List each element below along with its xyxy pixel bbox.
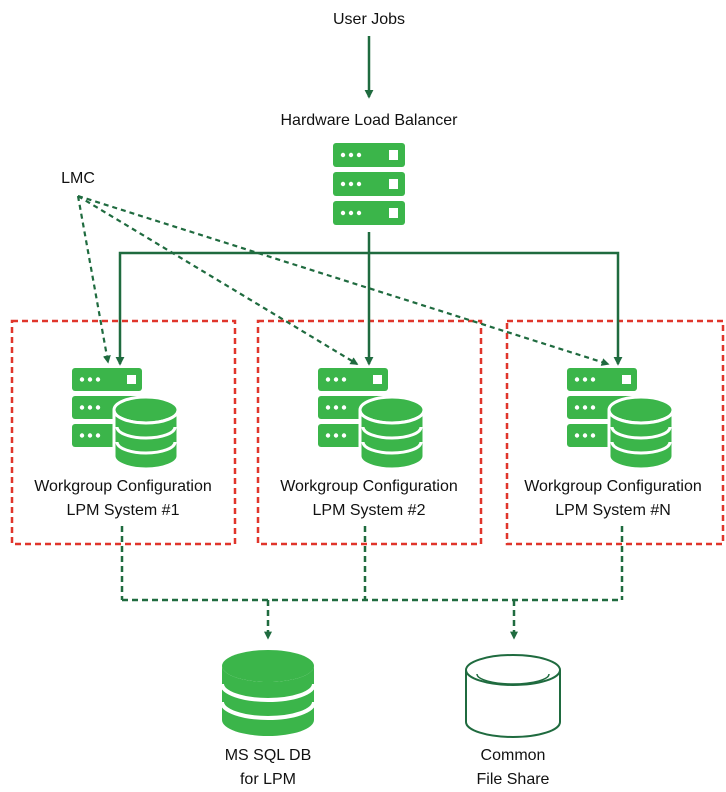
- system-box-1: [10, 319, 237, 546]
- file-share-line-1: Common: [480, 747, 546, 764]
- sql-db-line-2: for LPM: [239, 771, 296, 788]
- system-2-server-database-icon: [318, 368, 426, 471]
- system-n-name-line: LPM System #N: [555, 502, 671, 519]
- file-share-line-2: File Share: [476, 771, 550, 788]
- sql-db-line-1: MS SQL DB: [224, 747, 312, 764]
- system-2-name-line: LPM System #2: [312, 502, 426, 519]
- shared-storage-connectors: [120, 526, 624, 640]
- lmc-management-arrows: [76, 194, 610, 366]
- system-n-server-database-icon: [567, 368, 675, 471]
- system-1-config-line: Workgroup Configuration: [34, 478, 212, 495]
- load-balancer-label: Hardware Load Balancer: [280, 112, 458, 129]
- sql-db-label: MS SQL DB for LPM: [198, 744, 338, 792]
- system-2-label: Workgroup Configuration LPM System #2: [246, 475, 492, 523]
- file-share-label: Common File Share: [443, 744, 583, 792]
- load-balancer-distribution-arrows: [115, 232, 623, 366]
- file-share-cylinder-icon: [465, 654, 561, 738]
- sql-database-icon: [220, 650, 316, 736]
- system-n-label: Workgroup Configuration LPM System #N: [500, 475, 726, 523]
- system-n-config-line: Workgroup Configuration: [524, 478, 702, 495]
- lmc-label: LMC: [61, 170, 95, 187]
- system-1-label: Workgroup Configuration LPM System #1: [0, 475, 246, 523]
- system-2-config-line: Workgroup Configuration: [280, 478, 458, 495]
- load-balancer-server-rack-icon: [333, 143, 405, 225]
- system-1-server-database-icon: [72, 368, 180, 471]
- system-1-name-line: LPM System #1: [66, 502, 180, 519]
- user-jobs-label: User Jobs: [332, 11, 406, 28]
